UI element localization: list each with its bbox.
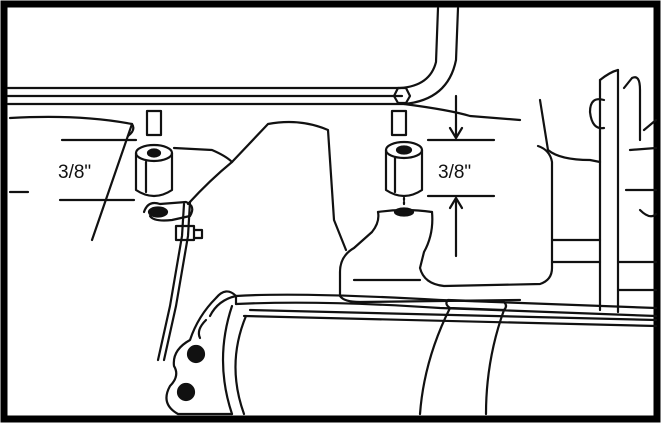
linkage-rod	[142, 200, 204, 362]
top-panel	[6, 6, 522, 122]
left-post	[145, 109, 163, 137]
right-machinery	[538, 68, 658, 314]
right-dimension-marks	[426, 94, 496, 258]
hex-nut	[392, 86, 412, 105]
center-duct	[172, 120, 348, 252]
right-post	[390, 109, 408, 137]
right-dimension-label: 3/8"	[438, 162, 471, 183]
strap	[418, 298, 508, 416]
cylinder	[221, 293, 658, 416]
end-cap	[165, 290, 238, 416]
right-spacer	[384, 140, 424, 198]
left-spacer	[134, 143, 174, 198]
left-housing	[8, 115, 135, 138]
right-bracket	[338, 144, 554, 304]
left-dimension-label: 3/8"	[58, 162, 91, 183]
